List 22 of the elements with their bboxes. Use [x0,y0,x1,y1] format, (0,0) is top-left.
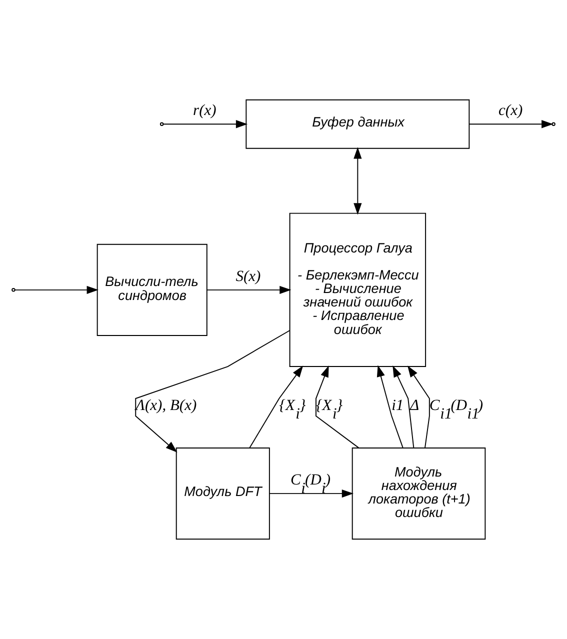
arrow [14,286,98,294]
arrow [249,366,304,448]
arrow [316,365,360,448]
edge-label: i1 [392,396,404,414]
node-box: Буфер данных [246,99,470,149]
node-box: Процессор Галуа - Берлекэмп-Месси - Вычисление значений ошибок - Исправление ошибок [289,212,426,367]
node-box: Вычисли-тель синдромов [96,244,208,336]
arrow [354,147,362,215]
arrow [269,489,354,498]
arrow [206,286,292,294]
edge-label: S(x) [236,268,261,286]
arrow [392,366,414,448]
edge-label: Δ [410,396,420,414]
arrow [376,365,404,448]
arrow [163,120,248,128]
node-box: Модуль нахождения локаторов (t+1) ошибки [352,448,486,540]
node-box: Модуль DFT [176,448,270,540]
arrow [135,330,290,453]
edge-label: c(x) [498,102,523,120]
arrow [407,366,430,448]
edge-label: r(x) [193,102,216,120]
arrow [468,120,554,128]
